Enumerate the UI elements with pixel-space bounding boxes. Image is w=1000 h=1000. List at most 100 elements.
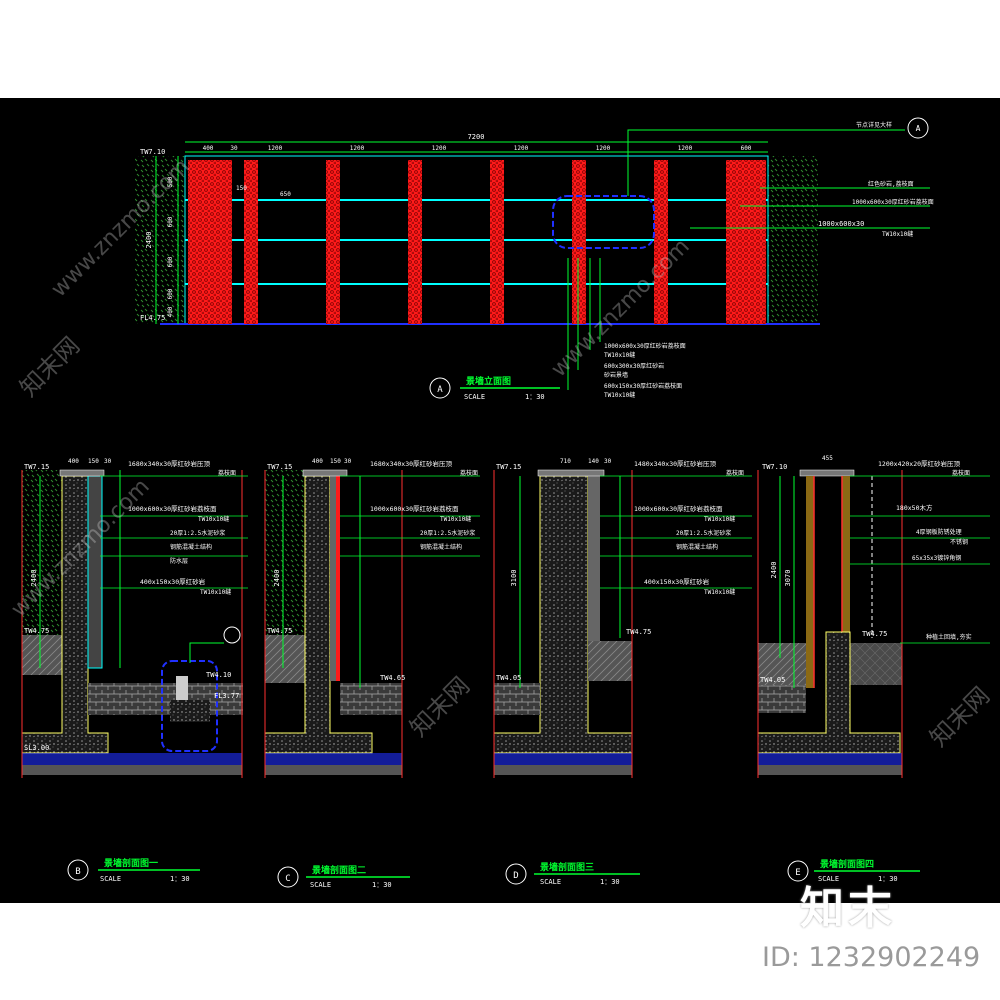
- section-b-note-1: 1680x340x30厚红砂岩压顶: [128, 459, 211, 468]
- ground-layer-d: [588, 641, 632, 681]
- pool-detail-cloud: [161, 660, 218, 752]
- subbase-e: [758, 765, 902, 775]
- section-c-note-6: 钢筋混凝土结构: [420, 543, 462, 551]
- section-e-width: 455: [822, 455, 833, 462]
- section-d-width-2: 140: [588, 458, 599, 465]
- watermark-brand-1: 知末网: [14, 332, 85, 403]
- section-b-mid-level: TW4.75: [24, 627, 49, 635]
- section-d-tag: D: [513, 871, 518, 881]
- left-dim-1: 500: [167, 176, 174, 187]
- section-b-pool-bottom: FL3.77: [214, 692, 239, 700]
- cladding-d: [588, 476, 600, 641]
- section-c-scale-label: SCALE: [310, 881, 331, 889]
- coping-d: [537, 469, 605, 477]
- left-total-dimension: 2400: [145, 232, 153, 249]
- top-elevation: 7200 400 30 1200 1200 1200 1200 1200 120…: [135, 117, 934, 401]
- segment-dim-1: 400: [203, 145, 214, 152]
- stone-pier-left: [188, 160, 232, 324]
- callout-note: 节点详见大样: [856, 121, 892, 129]
- pool-edge-b: [176, 676, 188, 700]
- bottom-note-2: TW10x10缝: [604, 351, 635, 359]
- section-c-tag-circle: [277, 866, 299, 888]
- ground-layer-e-left: [758, 643, 808, 685]
- section-d-mid-level: TW4.75: [626, 628, 651, 636]
- right-note-1: 红色砂岩,荔枝面: [868, 180, 914, 188]
- section-b-width-2: 150: [88, 458, 99, 465]
- overall-dimension: 7200: [468, 133, 485, 141]
- cladding-b: [87, 475, 103, 669]
- section-e-tag-circle: [787, 860, 809, 882]
- right-note-3: TW10x10缝: [882, 230, 913, 238]
- stone-pier-4: [490, 160, 504, 324]
- image-id-label: ID: 1232902249: [762, 942, 981, 973]
- section-b-note-4: TW10x10缝: [198, 515, 229, 523]
- section-c-mid-level: TW4.75: [267, 627, 292, 635]
- base-layer-c: [265, 753, 402, 765]
- coping-c: [302, 469, 348, 477]
- section-e-height-1: 2400: [770, 562, 778, 579]
- bottom-level-label: FL4.75: [140, 314, 165, 322]
- section-c-note-1: 1680x340x30厚红砂岩压顶: [370, 459, 453, 468]
- callout-ref-circle: [907, 117, 929, 139]
- section-d-note-8: TW10x10缝: [704, 588, 735, 596]
- top-level-label: TW7.10: [140, 148, 165, 156]
- stone-pier-2: [326, 160, 340, 324]
- section-b-width-1: 400: [68, 458, 79, 465]
- section-d-note-7: 400x150x30厚红砂岩: [644, 577, 710, 586]
- section-b-tag-circle: [67, 859, 89, 881]
- segment-dim-4: 1200: [350, 145, 365, 152]
- section-b: 2400 400 150 30 TW7.15 TW4.75 SL3.00 TW4…: [21, 458, 248, 883]
- watermark-brand-3: 知末网: [924, 682, 995, 753]
- cad-drawing-canvas: 7200 400 30 1200 1200 1200 1200 1200 120…: [0, 98, 1000, 903]
- section-c-note-3: 1000x600x30厚红砂岩荔枝面: [370, 504, 459, 513]
- callout-leader: [627, 129, 905, 196]
- section-e-mid-level: TW4.75: [862, 630, 887, 638]
- pool-base-b: [170, 700, 210, 722]
- section-c-scale: 1：30: [372, 881, 392, 889]
- section-c: 2400 400 150 30 TW7.15 TW4.75 TW4.65 168…: [264, 458, 480, 889]
- section-e-note-1: 1200x420x20厚红砂岩压顶: [878, 459, 961, 468]
- watermark-brand-logo: 知末: [800, 883, 896, 934]
- subbase-d: [494, 765, 632, 775]
- bottom-note-1: 1000x600x30厚红砂岩荔枝面: [604, 342, 686, 350]
- section-d-top-level: TW7.15: [496, 463, 521, 471]
- callout-ref-tag: A: [916, 124, 921, 133]
- section-c-title: 景墙剖面图二: [312, 864, 366, 875]
- brick-layer-e: [758, 685, 806, 713]
- stone-pier-5: [572, 160, 586, 324]
- ground-layer-c: [265, 635, 305, 683]
- stone-pier-right: [726, 160, 766, 324]
- base-layer-b: [22, 753, 242, 765]
- planting-c: [265, 470, 305, 635]
- section-d-tag-circle: [505, 863, 527, 885]
- watermark-brand-2: 知末网: [404, 672, 475, 743]
- section-d-note-6: 钢筋混凝土结构: [676, 543, 718, 551]
- elevation-tag: A: [437, 385, 443, 395]
- section-b-note-5: 20厚1:2.5水泥砂浆: [170, 529, 225, 537]
- segment-dim-2: 30: [230, 145, 238, 152]
- section-c-note-4: TW10x10缝: [440, 515, 471, 523]
- pool-callout-leader: [189, 642, 224, 663]
- section-b-note-2: 荔枝面: [218, 469, 236, 477]
- planting-b: [22, 470, 62, 635]
- watermark-site-2: www.znzmo.com: [547, 234, 695, 382]
- section-c-height: 2400: [273, 570, 281, 587]
- cladding-c: [330, 476, 340, 681]
- section-e-note-6: 65x35x3镀锌角钢: [912, 554, 961, 562]
- stone-pier-3: [408, 160, 422, 324]
- section-b-width-3: 30: [104, 458, 112, 465]
- section-e-note-7: 种植土回填,夯实: [926, 633, 972, 641]
- section-b-low-level: SL3.00: [24, 744, 49, 752]
- elevation-title: 景墙立面图: [466, 375, 511, 386]
- planting-right: [768, 156, 818, 324]
- section-c-width-1: 400: [312, 458, 323, 465]
- section-b-note-3: 1000x600x30厚红砂岩荔枝面: [128, 504, 217, 513]
- brick-layer-c: [340, 683, 402, 715]
- section-b-note-7: 防水层: [170, 557, 188, 565]
- section-e-note-4: 4厚钢板防锈处理: [916, 528, 962, 536]
- section-e-note-2: 荔枝面: [952, 469, 970, 477]
- segment-dim-9: 600: [741, 145, 752, 152]
- elevation-tag-circle: [429, 377, 451, 399]
- section-e-title: 景墙剖面图四: [820, 858, 874, 869]
- left-dim-4: 600: [167, 288, 174, 299]
